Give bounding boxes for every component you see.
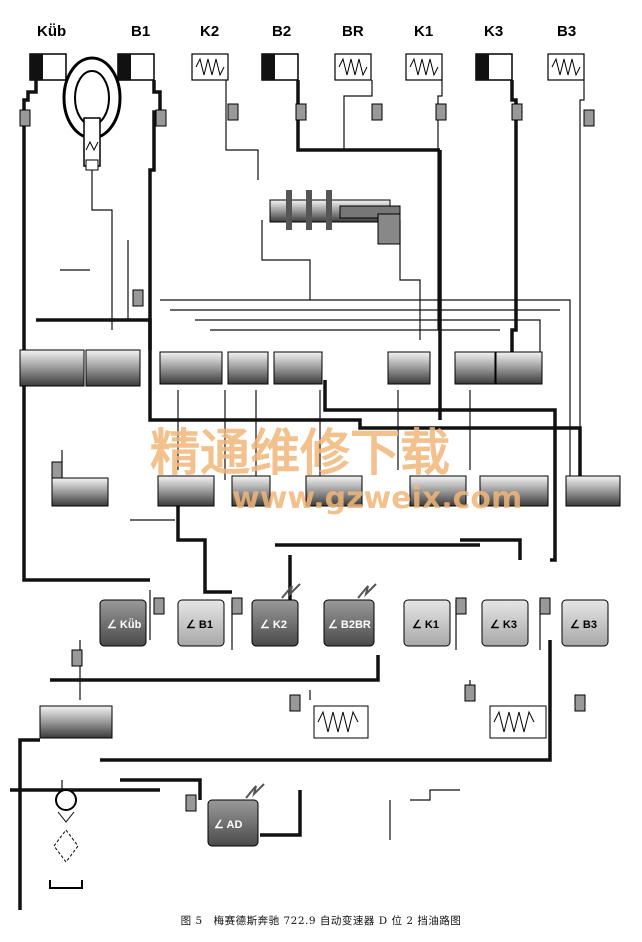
actuator-br-spring (338, 57, 368, 77)
svg-text:∠ Kü̈b: ∠ Kü̈b (107, 618, 142, 631)
svg-text:∠ B3: ∠ B3 (570, 619, 597, 631)
svg-text:∠ K1: ∠ K1 (412, 619, 439, 631)
actuator-k1-spring (409, 57, 439, 77)
actuator-b1-piston (118, 54, 131, 80)
watermark-url: www.gzweix.com (232, 481, 522, 516)
top-label-b3: B3 (557, 23, 576, 40)
mid-unit-b1: ∠ B1 (177, 599, 225, 647)
ad-unit-label: AD (227, 819, 243, 831)
spark-icon (245, 783, 265, 799)
mid-unit-k3-label: K3 (503, 619, 517, 631)
mid-unit-k3: ∠ K3 (481, 599, 529, 647)
top-label-k2: K2 (200, 23, 219, 40)
spark-icon (357, 583, 377, 599)
mid-unit-b3: ∠ B3 (561, 599, 609, 647)
top-label-k3: K3 (484, 23, 503, 40)
svg-text:∠ AD: ∠ AD (214, 819, 242, 831)
actuator-k3-piston (476, 54, 489, 80)
top-label-b2: B2 (272, 23, 291, 40)
torque-converter (62, 56, 122, 171)
top-actuator-row: Kü̈b B1 K2 B2 BR K1 K3 B3 (29, 23, 585, 81)
mid-unit-k2: ∠ K2 (251, 599, 299, 647)
mid-unit-kub: ∠ Kü̈b (99, 599, 147, 647)
figure-caption: 图 5 梅赛德斯奔驰 722.9 自动变速器 D 位 2 挡油路图 (180, 915, 462, 927)
actuator-k2-spring (195, 57, 225, 77)
valve-row-lower (51, 475, 621, 507)
top-label-b1: B1 (131, 23, 150, 40)
hydraulic-lines (10, 80, 585, 910)
top-label-br: BR (342, 23, 364, 40)
valve-row-upper (19, 349, 543, 387)
spark-icon (281, 583, 301, 599)
mid-unit-b3-label: B3 (583, 619, 597, 631)
hydraulic-circuit-diagram: Kü̈b B1 K2 B2 BR K1 K3 B3 (10, 23, 621, 910)
watermark-chinese: 精通维修下载 (150, 423, 450, 482)
mid-unit-b2br: ∠ B2BR (323, 599, 375, 647)
pump-and-filter (49, 789, 83, 889)
ad-unit: ∠ AD (207, 783, 265, 847)
svg-text:∠ K3: ∠ K3 (490, 619, 517, 631)
manual-selector-valve (269, 190, 401, 245)
actuator-b3-spring (551, 57, 581, 77)
svg-text:∠ K2: ∠ K2 (260, 619, 287, 631)
mid-unit-k1-label: K1 (425, 619, 439, 631)
actuator-kub-piston (30, 54, 43, 80)
mid-units: ∠ Kü̈b ∠ B1 ∠ K2 ∠ B2BR ∠ K1 ∠ K3 ∠ B3 (99, 583, 609, 647)
valve-row-bottom (39, 705, 547, 739)
actuator-k2-cylinder (191, 53, 229, 81)
mid-unit-k1: ∠ K1 (403, 599, 451, 647)
top-label-k1: K1 (414, 23, 433, 40)
svg-text:∠ B1: ∠ B1 (186, 619, 213, 631)
mid-unit-b1-label: B1 (199, 619, 213, 631)
mid-unit-k2-label: K2 (273, 619, 287, 631)
top-label-kub: Kü̈b (37, 23, 66, 40)
mid-unit-kub-label: Kü̈b (120, 618, 142, 631)
solenoid-boxes (19, 103, 595, 812)
watermark: 精通维修下载 www.gzweix.com (150, 423, 522, 516)
mid-unit-b2br-label: B2BR (341, 619, 371, 631)
svg-text:∠ B2BR: ∠ B2BR (328, 619, 371, 631)
actuator-b2-piston (262, 54, 275, 80)
